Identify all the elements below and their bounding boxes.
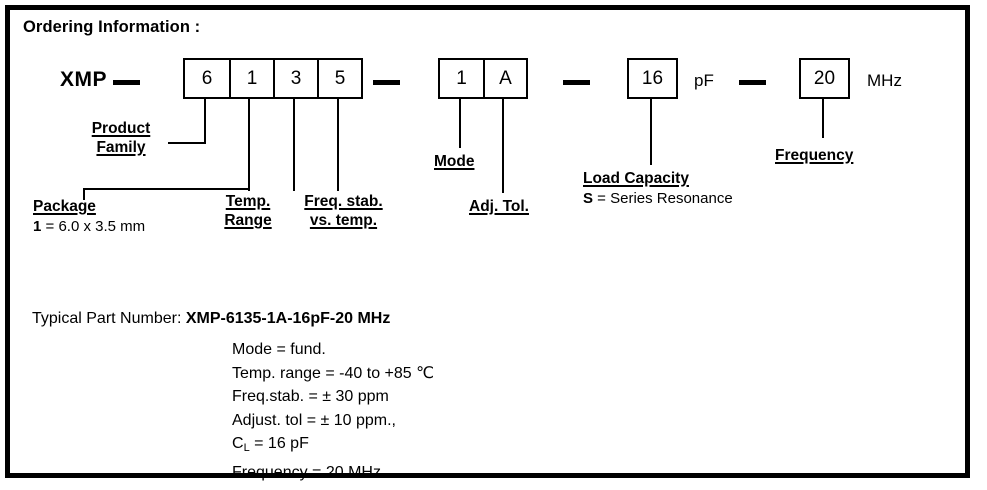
callout-mode: Mode [434,153,474,171]
typical-part-number-label: Typical Part Number: [32,310,186,327]
callout-temp-range-line1: Temp. [225,193,271,210]
leader-product-family-vertical [204,99,207,144]
separator-dash-1 [113,80,140,85]
leader-freq-stab-2 [337,99,340,191]
callout-product-family-line1: Product [91,120,151,137]
leader-load-capacity [650,99,653,165]
spec-freq-stab: Freq.stab. = ± 30 ppm [232,388,389,405]
callout-temp-range-line2: Range [224,212,272,229]
frequency-box: 20 [799,58,850,99]
digit-box-load-capacity: 16 [641,67,664,89]
leader-package-stub [83,188,86,200]
leader-package-horizontal [83,188,248,191]
leader-product-family-horizontal [168,142,206,145]
spec-adjust-tol: Adjust. tol = ± 10 ppm., [232,411,396,429]
callout-adj-tol-heading: Adj. Tol. [469,198,529,215]
digit-box-product-family: 6 [201,67,213,89]
digit-box-frequency: 20 [813,67,836,89]
callout-frequency: Frequency [775,147,853,165]
spec-cl-symbol: C [232,435,244,452]
unit-mhz: MHz [867,71,902,90]
callout-freq-stab-line2: vs. temp. [309,212,378,229]
callout-frequency-heading: Frequency [775,147,854,164]
mode-group-boxes: 1 A [438,58,528,99]
digit-box-freq-stab-2: 5 [317,60,361,97]
digit-group-boxes: 6 1 3 5 [183,58,363,99]
digit-box-mode: 1 [456,67,467,89]
callout-package-value-key: 1 [33,218,42,235]
callout-package-heading: Package [33,198,96,215]
leader-mode [459,99,462,148]
callout-package-value: 1 = 6.0 x 3.5 mm [33,218,145,235]
spec-load-capacitance: CL = 16 pF [232,432,434,461]
callout-load-capacity-heading: Load Capacity [583,170,689,187]
leader-adj-tol [502,99,505,193]
leader-temp-range [248,99,251,191]
callout-load-capacity-value-key: S [583,190,594,207]
unit-pf: pF [694,71,714,90]
brand-code: XMP [60,68,108,91]
diagram-canvas: Ordering Information : XMP 6 1 3 5 1 A 1… [10,10,965,481]
callout-freq-stab-line1: Freq. stab. [304,193,383,210]
callout-load-capacity-value: S = Series Resonance [583,190,733,207]
separator-dash-2 [373,80,400,85]
typical-part-number-value: XMP-6135-1A-16pF-20 MHz [185,310,391,327]
callout-package: Package 1 = 6.0 x 3.5 mm [33,198,145,235]
digit-box-adj-tol: A [483,60,526,97]
load-capacity-box: 16 [627,58,678,99]
callout-package-value-text: = 6.0 x 3.5 mm [41,218,146,235]
spec-temp-range: Temp. range = -40 to +85 ℃ [232,364,435,382]
callout-product-family: Product Family [67,120,175,157]
callout-product-family-line2: Family [96,139,146,156]
callout-load-capacity: Load Capacity S = Series Resonance [583,170,733,207]
specification-list: Mode = fund. Temp. range = -40 to +85 ℃ … [232,338,434,484]
callout-freq-stab: Freq. stab. vs. temp. [291,193,396,230]
spec-cl-subscript: L [243,442,250,454]
spec-frequency: Frequency = 20 MHz [232,463,381,481]
spec-mode: Mode = fund. [232,341,326,358]
ordering-information-panel: Ordering Information : XMP 6 1 3 5 1 A 1… [5,5,970,481]
typical-part-number: Typical Part Number: XMP-6135-1A-16pF-20… [32,310,390,328]
digit-box-temp-range: 1 [229,60,273,97]
digit-box-freq-stab-1: 3 [273,60,317,97]
callout-load-capacity-value-text: = Series Resonance [593,190,733,207]
leader-frequency [822,99,825,138]
callout-adj-tol: Adj. Tol. [469,198,529,216]
separator-dash-3 [563,80,590,85]
leader-freq-stab-1 [293,99,296,191]
spec-cl-tail: = 16 pF [249,435,309,452]
callout-mode-heading: Mode [434,153,475,170]
separator-dash-4 [739,80,766,85]
page-title: Ordering Information : [23,18,201,36]
callout-temp-range: Temp. Range [214,193,282,230]
